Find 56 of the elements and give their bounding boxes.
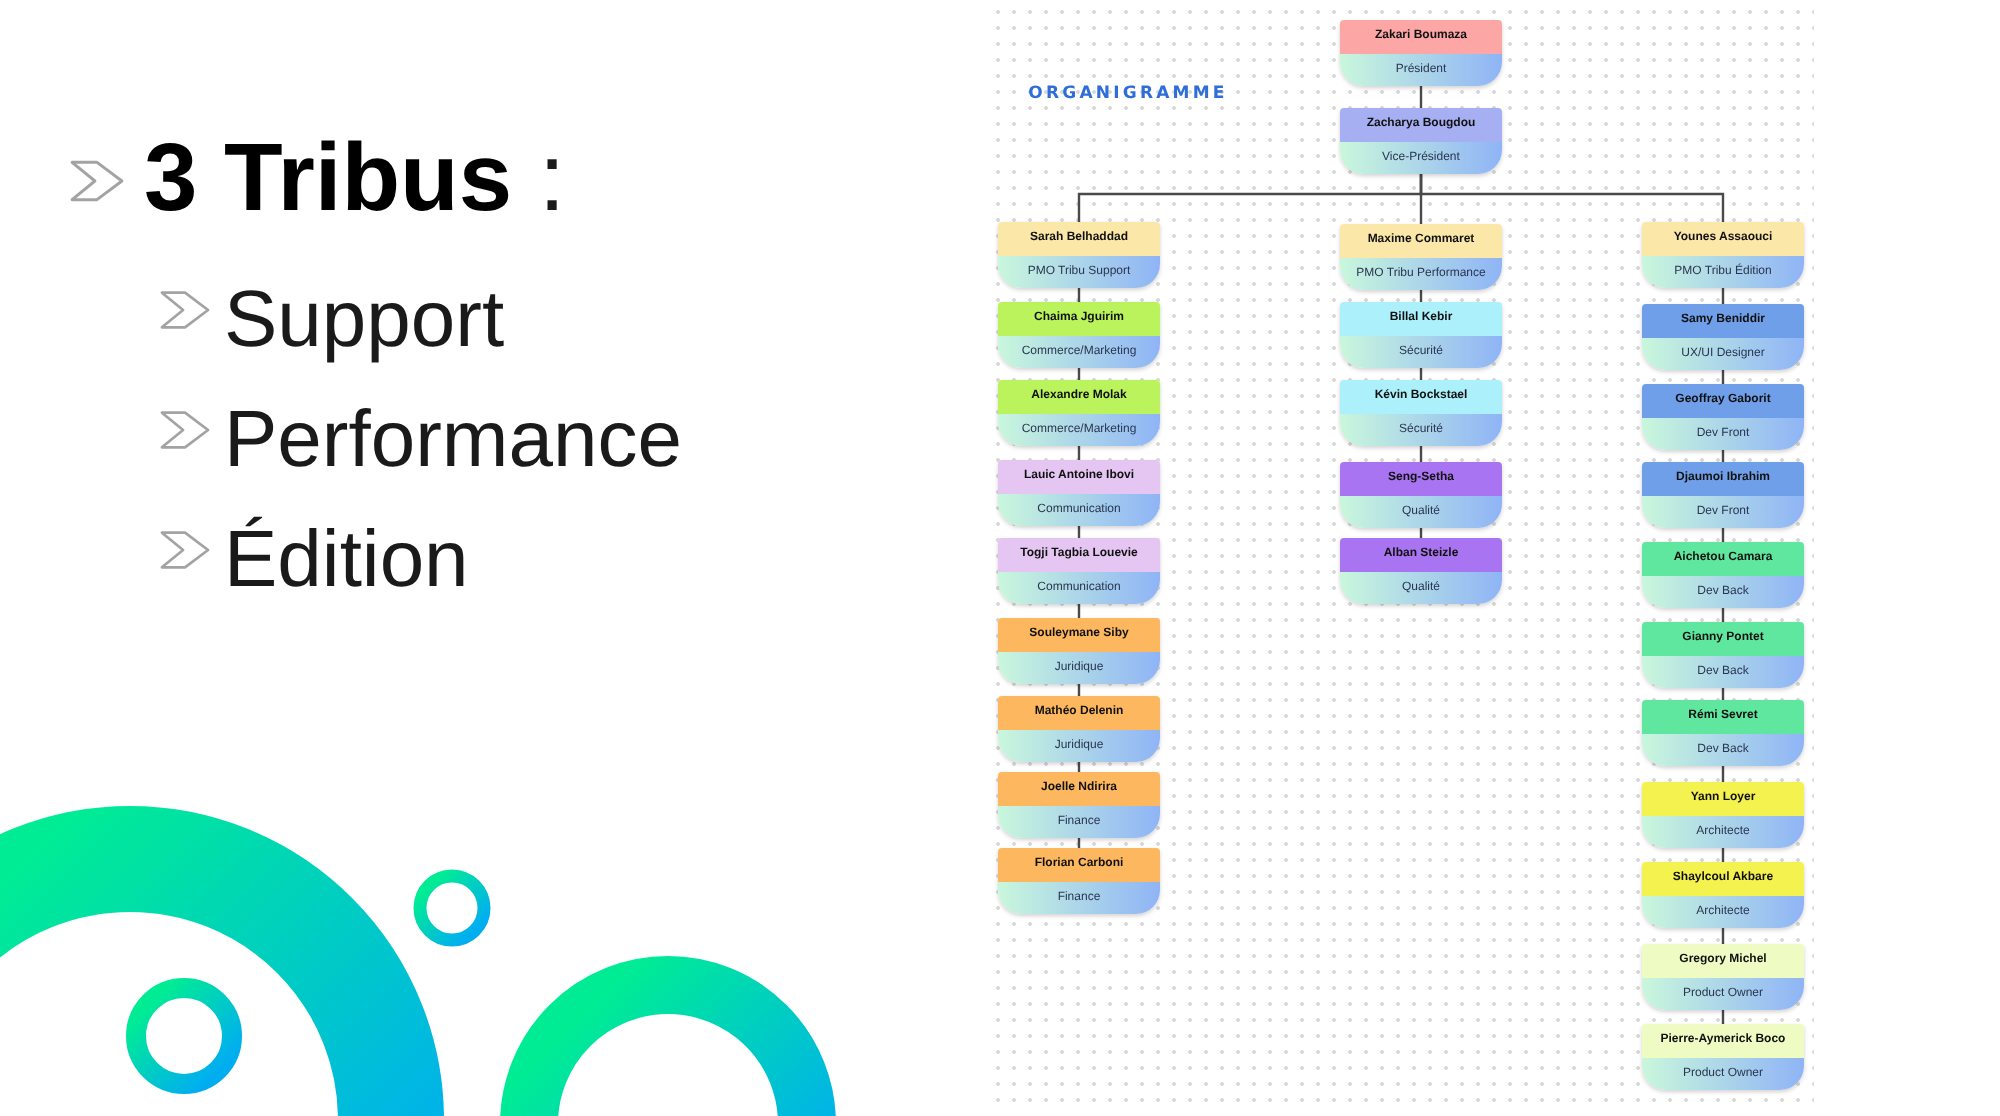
org-card <box>1340 20 1502 86</box>
connector-line <box>1721 608 1725 622</box>
connector-line <box>1077 446 1081 460</box>
org-card <box>998 696 1160 762</box>
org-card <box>1642 384 1804 450</box>
connector-line <box>1419 174 1725 222</box>
connector-line <box>1721 450 1725 462</box>
connector-line <box>1721 1010 1725 1024</box>
connector-line <box>1419 290 1423 302</box>
connector-line <box>1077 838 1081 848</box>
connector-line <box>1077 762 1081 772</box>
connector-line <box>1721 370 1725 384</box>
org-card <box>1642 222 1804 288</box>
org-card <box>1642 462 1804 528</box>
org-card <box>998 618 1160 684</box>
connector-line <box>1721 766 1725 782</box>
org-card <box>1642 782 1804 848</box>
org-card <box>998 460 1160 526</box>
org-card <box>1642 862 1804 928</box>
connector-line <box>1419 368 1423 380</box>
slide-heading: 3 Tribus : <box>144 132 566 228</box>
org-card <box>998 772 1160 838</box>
org-card <box>1340 108 1502 174</box>
org-card <box>1642 622 1804 688</box>
org-card <box>1642 1024 1804 1090</box>
org-card <box>1340 462 1502 528</box>
org-card <box>1340 538 1502 604</box>
org-card <box>998 302 1160 368</box>
org-card <box>998 380 1160 446</box>
connector-line <box>1419 446 1423 462</box>
org-card <box>1642 304 1804 370</box>
bullet-item: Édition <box>224 520 469 600</box>
connector-line <box>1721 848 1725 862</box>
connector-line <box>1419 86 1423 108</box>
connector-line <box>1077 526 1081 538</box>
org-card <box>1340 224 1502 290</box>
connector-line <box>1077 288 1081 302</box>
org-card <box>998 848 1160 914</box>
org-card <box>1642 700 1804 766</box>
connector-line <box>1721 928 1725 944</box>
org-card <box>998 538 1160 604</box>
org-card <box>1340 380 1502 446</box>
connector-line <box>1077 684 1081 696</box>
connector-line <box>1077 604 1081 618</box>
org-card <box>998 222 1160 288</box>
bullet-item: Performance <box>224 400 682 480</box>
connector-line <box>1721 688 1725 700</box>
connector-line <box>1721 288 1725 304</box>
chart-title: ORGANIGRAMME <box>1026 84 1230 104</box>
org-card <box>1642 542 1804 608</box>
connector-line <box>1419 528 1423 538</box>
connector-line <box>1721 528 1725 542</box>
org-card <box>1340 302 1502 368</box>
connector-line <box>1077 368 1081 380</box>
bullet-item: Support <box>224 280 505 360</box>
org-card <box>1642 944 1804 1010</box>
